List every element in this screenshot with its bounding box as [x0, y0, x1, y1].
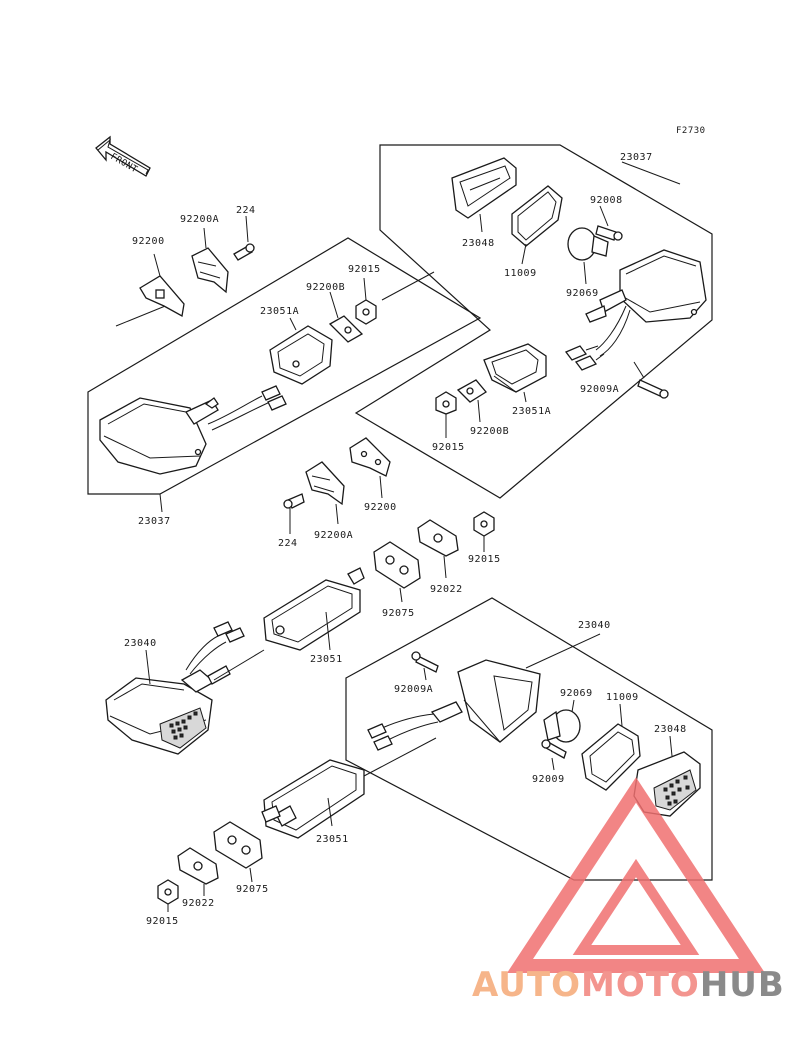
- top-left-plate-label: 92200: [132, 236, 165, 247]
- top-right-lens: [451, 157, 517, 219]
- mid-plate-a: [305, 461, 345, 506]
- bottom-gasket: [581, 723, 641, 791]
- left-lower-assembly-label: 23040: [124, 638, 157, 649]
- left-lower-stay: [263, 567, 365, 651]
- mid-screw-label: 224: [278, 538, 298, 549]
- bottom-right-frame: [345, 597, 713, 881]
- mid-plate-label: 92200: [364, 502, 397, 513]
- top-right-bulb-label: 92069: [566, 288, 599, 299]
- top-right-frame: [354, 144, 713, 499]
- top-right-bracket-label: 23051A: [512, 406, 551, 417]
- top-right-signal-housing: [585, 249, 707, 357]
- top-left-nut-label: 92015: [348, 264, 381, 275]
- top-left-plate-a: [191, 247, 229, 294]
- left-lower-signal-housing: [105, 621, 265, 755]
- top-right-washer: [456, 379, 487, 403]
- mid-screw: [283, 493, 305, 509]
- top-right-lens-label: 23048: [462, 238, 495, 249]
- bottom-bolt-label: 92009A: [394, 684, 433, 695]
- top-left-washer: [328, 315, 364, 343]
- top-right-bolt-label: 92009A: [580, 384, 619, 395]
- top-right-screw: [595, 225, 623, 241]
- mid-rubber: [373, 541, 421, 589]
- top-left-frame: [87, 237, 482, 495]
- bottom-spacer-label: 92022: [182, 898, 215, 909]
- bottom-rubber: [213, 821, 263, 869]
- mid-plate: [349, 437, 391, 477]
- top-left-bracket-label: 23051A: [260, 306, 299, 317]
- top-left-signal-housing: [99, 385, 287, 475]
- automotohub-watermark-logo: [507, 777, 765, 973]
- bottom-right-assembly-label: 23040: [578, 620, 611, 631]
- top-right-washer-label: 92200B: [470, 426, 509, 437]
- watermark-text: AUTOMOTOHUB: [472, 965, 785, 1005]
- mid-spacer-label: 92022: [430, 584, 463, 595]
- bottom-lens-label: 23048: [654, 724, 687, 735]
- top-left-screw: [233, 243, 255, 261]
- mid-nut-label: 92015: [468, 554, 501, 565]
- bottom-gasket-label: 11009: [606, 692, 639, 703]
- top-right-bracket: [483, 343, 547, 393]
- bottom-stay-label: 23051: [316, 834, 349, 845]
- top-left-bracket: [269, 325, 333, 385]
- top-right-bolt: [637, 379, 669, 399]
- top-right-connectors: [564, 345, 605, 371]
- top-left-nut: [355, 299, 377, 325]
- top-left-assembly-label: 23037: [138, 516, 171, 527]
- bottom-nut: [157, 879, 179, 905]
- mid-spacer: [417, 519, 459, 557]
- mid-rubber-label: 92075: [382, 608, 415, 619]
- bottom-screw-label: 92009: [532, 774, 565, 785]
- bottom-bolt: [411, 651, 439, 673]
- top-left-washer-label: 92200B: [306, 282, 345, 293]
- top-right-assembly-label: 23037: [620, 152, 653, 163]
- top-right-gasket-label: 11009: [504, 268, 537, 279]
- top-right-screw-label: 92008: [590, 195, 623, 206]
- top-right-gasket: [511, 185, 563, 247]
- bottom-screw: [541, 739, 567, 759]
- bottom-nut-label: 92015: [146, 916, 179, 927]
- mid-nut: [473, 511, 495, 537]
- top-left-plate: [139, 275, 185, 318]
- front-direction-arrow: FRONT: [95, 135, 151, 177]
- left-lower-stay-label: 23051: [310, 654, 343, 665]
- bottom-bulb-label: 92069: [560, 688, 593, 699]
- bottom-right-signal-housing: [367, 659, 541, 751]
- top-right-nut-label: 92015: [432, 442, 465, 453]
- bottom-rubber-label: 92075: [236, 884, 269, 895]
- bottom-spacer: [177, 847, 219, 885]
- bottom-stay: [261, 759, 365, 839]
- top-left-plate-a-label: 92200A: [180, 214, 219, 225]
- top-right-nut: [435, 391, 457, 415]
- top-right-bulb: [567, 227, 609, 261]
- figure-code: F2730: [676, 126, 706, 136]
- mid-plate-a-label: 92200A: [314, 530, 353, 541]
- bottom-bulb: [543, 709, 581, 743]
- top-left-screw-label: 224: [236, 205, 256, 216]
